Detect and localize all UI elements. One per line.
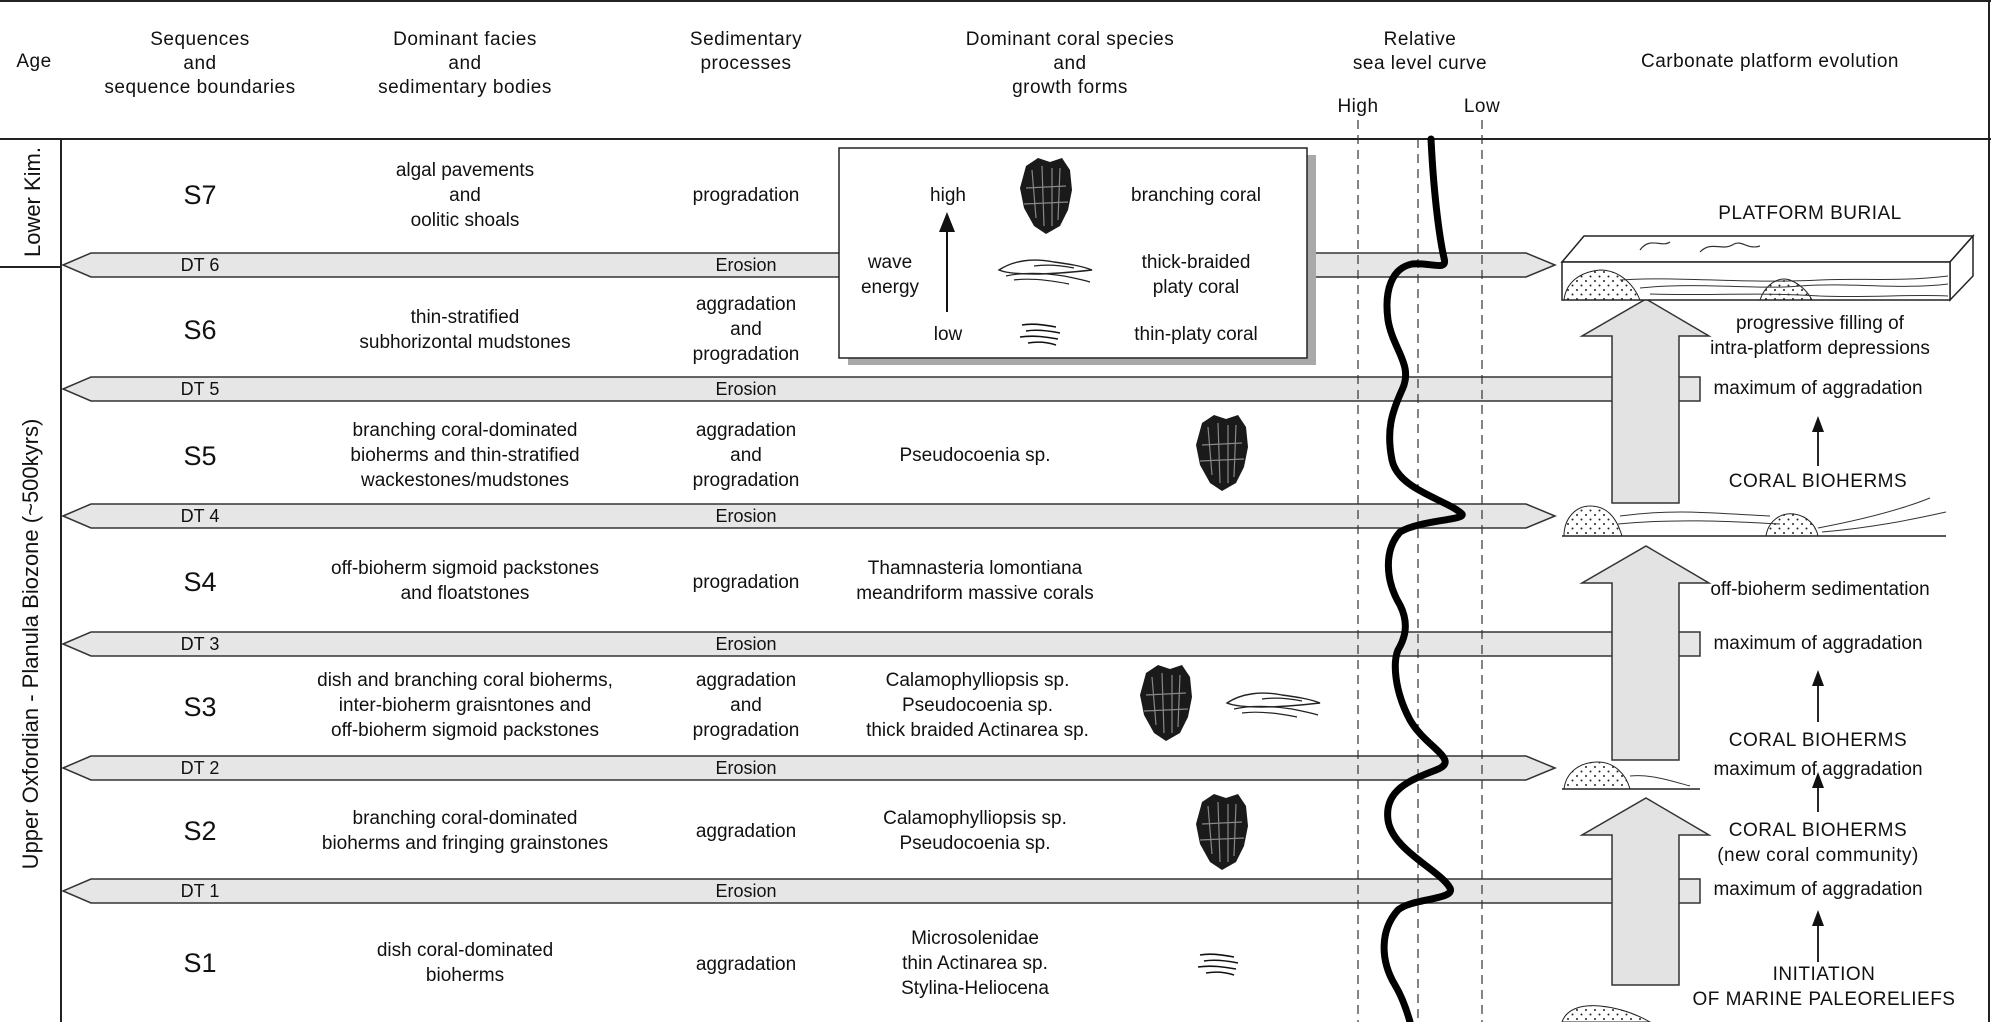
facies-text: algal pavements and oolitic shoals bbox=[395, 160, 535, 231]
platform-off-bioherm-label: off-bioherm sedimentation bbox=[1710, 579, 1930, 600]
platform-coral-bioherms-label: CORAL BIOHERMS (new coral community) bbox=[1717, 820, 1919, 866]
coral-species-text: Pseudocoenia sp. bbox=[899, 445, 1051, 466]
process-text: aggradation bbox=[695, 821, 797, 842]
sequence-label: S3 bbox=[183, 692, 217, 722]
process-text: aggradation bbox=[695, 954, 797, 975]
header-sea-low: Low bbox=[1463, 96, 1501, 117]
process-text: progradation bbox=[692, 572, 800, 593]
platform-max-aggradation-label: maximum of aggradation bbox=[1713, 378, 1923, 399]
legend-thick-braided-coral: thick-braided platy coral bbox=[1141, 252, 1251, 298]
boundary-label: DT 5 bbox=[180, 379, 220, 399]
process-text: progradation bbox=[692, 185, 800, 206]
process-text: aggradation and progradation bbox=[692, 670, 800, 741]
platform-coral-bioherms-label: CORAL BIOHERMS bbox=[1728, 730, 1908, 751]
boundary-erosion-text: Erosion bbox=[715, 379, 777, 399]
boundary-erosion-text: Erosion bbox=[715, 255, 777, 275]
boundary-erosion-text: Erosion bbox=[715, 634, 777, 654]
sequence-label: S5 bbox=[183, 441, 217, 471]
legend-branching-coral: branching coral bbox=[1131, 185, 1261, 206]
header-coral-species: Dominant coral species and growth forms bbox=[965, 29, 1175, 98]
process-text: aggradation and progradation bbox=[692, 420, 800, 491]
boundary-erosion-text: Erosion bbox=[715, 758, 777, 778]
sequence-label: S6 bbox=[183, 315, 217, 345]
header-age: Age bbox=[16, 51, 52, 72]
boundary-arrows bbox=[61, 252, 1701, 904]
coral-bioherms-section-upper bbox=[1562, 497, 1947, 537]
legend-low: low bbox=[933, 324, 963, 345]
coral-species-text: Thamnasteria lomontiana meandriform mass… bbox=[856, 558, 1094, 604]
coral-species-text: Calamophylliopsis sp. Pseudocoenia sp. bbox=[883, 808, 1067, 854]
platform-burial-block bbox=[1560, 234, 1975, 302]
header-platform-evolution: Carbonate platform evolution bbox=[1641, 51, 1899, 72]
boundary-label: DT 6 bbox=[180, 255, 220, 275]
facies-text: off-bioherm sigmoid packstones and float… bbox=[331, 558, 599, 604]
facies-text: branching coral-dominated bioherms and f… bbox=[321, 808, 609, 854]
sea-level-curve bbox=[1380, 135, 1466, 1022]
initiation-section bbox=[1561, 1005, 1652, 1022]
facies-text: dish coral-dominated bioherms bbox=[376, 940, 554, 986]
header-sea-high: High bbox=[1337, 96, 1379, 117]
sequence-label: S4 bbox=[183, 567, 217, 597]
boundary-label: DT 2 bbox=[180, 758, 220, 778]
platform-max-aggradation-label: maximum of aggradation bbox=[1713, 759, 1923, 780]
sequence-label: S7 bbox=[183, 180, 217, 210]
platform-arrows bbox=[1579, 298, 1712, 986]
coral-species-text: Calamophylliopsis sp. Pseudocoenia sp. t… bbox=[866, 670, 1089, 741]
facies-text: branching coral-dominated bioherms and t… bbox=[350, 420, 580, 491]
boundary-erosion-text: Erosion bbox=[715, 881, 777, 901]
sequence-label: S1 bbox=[183, 948, 217, 978]
boundary-label: DT 3 bbox=[180, 634, 220, 654]
header-sea-level: Relative sea level curve bbox=[1352, 29, 1488, 74]
coral-bioherms-section-middle bbox=[1562, 761, 1700, 790]
boundary-label: DT 1 bbox=[180, 881, 220, 901]
boundary-erosion-text: Erosion bbox=[715, 506, 777, 526]
process-text: aggradation and progradation bbox=[692, 294, 800, 365]
facies-text: thin-stratified subhorizontal mudstones bbox=[359, 307, 571, 353]
header-processes: Sedimentary processes bbox=[689, 29, 803, 74]
platform-coral-bioherms-label: CORAL BIOHERMS bbox=[1728, 471, 1908, 492]
sequence-label: S2 bbox=[183, 816, 217, 846]
platform-max-aggradation-label: maximum of aggradation bbox=[1713, 879, 1923, 900]
legend-thin-platy-coral: thin-platy coral bbox=[1134, 324, 1258, 345]
platform-burial-label: PLATFORM BURIAL bbox=[1718, 203, 1902, 224]
age-upper-oxfordian: Upper Oxfordian - Planula Biozone (~500k… bbox=[18, 418, 43, 870]
coral-species-text: Microsolenidae thin Actinarea sp. Stylin… bbox=[901, 928, 1049, 999]
platform-max-aggradation-label: maximum of aggradation bbox=[1713, 633, 1923, 654]
platform-filling-label: progressive filling of intra-platform de… bbox=[1710, 313, 1930, 359]
platform-initiation-label: INITIATION OF MARINE PALEORELIEFS bbox=[1692, 964, 1956, 1010]
boundary-label: DT 4 bbox=[180, 506, 220, 526]
legend-wave-energy: wave energy bbox=[860, 252, 920, 298]
header-sequences: Sequences and sequence boundaries bbox=[104, 29, 296, 98]
header-facies: Dominant facies and sedimentary bodies bbox=[378, 29, 552, 98]
age-lower-kimmeridgian: Lower Kim. bbox=[20, 146, 45, 258]
facies-text: dish and branching coral bioherms, inter… bbox=[317, 670, 613, 741]
legend-high: high bbox=[930, 185, 966, 206]
